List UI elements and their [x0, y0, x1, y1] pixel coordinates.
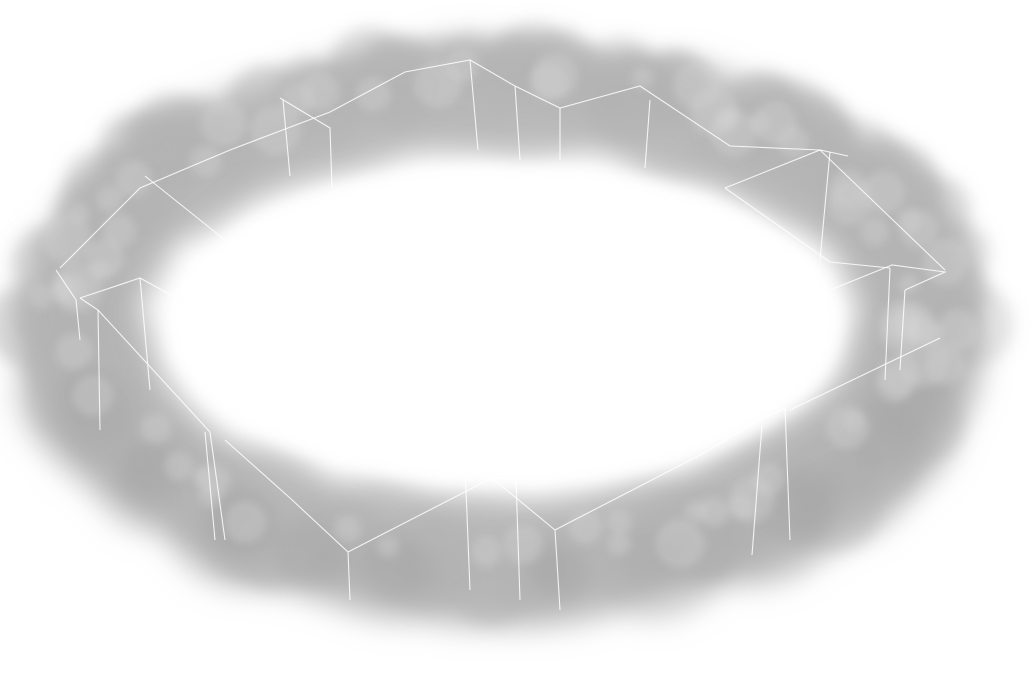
wireframe-edge — [282, 99, 291, 177]
smoke-highlight — [632, 67, 654, 89]
smoke-shadow — [271, 517, 338, 583]
wireframe-edge — [724, 187, 891, 269]
smoke-highlight — [531, 53, 578, 99]
smoke-highlight — [115, 160, 152, 197]
smoke-highlight — [200, 100, 247, 147]
smoke-highlight — [606, 509, 632, 535]
smoke-highlight — [192, 466, 214, 487]
smoke-highlight — [879, 311, 921, 353]
smoke-highlight — [96, 185, 123, 213]
smoke-highlight — [102, 214, 136, 248]
smoke-highlight — [85, 238, 125, 278]
wireframe-edge — [209, 431, 226, 541]
smoke-highlight — [189, 145, 222, 177]
smoke-highlight — [607, 532, 631, 555]
smoke-highlight — [937, 309, 979, 351]
wireframe-edge — [464, 464, 471, 591]
smoke-highlight — [862, 170, 906, 214]
smoke-highlight — [715, 105, 739, 130]
smoke-highlight — [860, 217, 889, 246]
smoke-highlight — [898, 274, 919, 295]
smoke-highlight — [900, 210, 938, 249]
smoke-detail — [28, 49, 979, 568]
wireframe-edge — [819, 151, 831, 261]
wireframe-edge — [55, 269, 81, 341]
smoke-highlight — [728, 494, 755, 520]
smoke-shadow — [122, 440, 179, 498]
smoke-shadow — [825, 442, 883, 500]
wireframe-edge — [899, 289, 906, 371]
wireframe-edge — [751, 424, 763, 556]
wireframe-edge — [644, 99, 651, 169]
wireframe-edge — [884, 267, 891, 381]
smoke-shadow — [399, 550, 444, 595]
smoke-highlight — [281, 82, 315, 116]
smoke-highlight — [224, 500, 267, 543]
wireframe-edge — [829, 264, 947, 291]
wireframe-edge — [514, 85, 521, 161]
wireframe-edge — [204, 431, 216, 541]
smoke-highlight — [778, 126, 810, 158]
smoke-highlight — [922, 323, 943, 344]
smoke-highlight — [568, 509, 603, 544]
smoke-highlight — [334, 515, 361, 542]
smoke-highlight — [28, 283, 54, 309]
wireframe-edge — [469, 59, 479, 151]
wireframe-edge — [59, 59, 946, 271]
smoke-ring — [0, 22, 1014, 631]
smoke-highlight — [470, 535, 502, 568]
wireframe-edge — [554, 419, 761, 531]
smoke-highlight — [51, 261, 103, 313]
smoke-highlight — [656, 519, 705, 568]
smoke-highlight — [414, 60, 462, 108]
smoke-highlight — [376, 534, 400, 557]
smoke-highlight — [876, 366, 913, 403]
smoke-highlight — [503, 524, 543, 564]
smoke-highlight — [55, 333, 93, 370]
smoke-highlight — [164, 451, 194, 481]
smoke-highlight — [924, 345, 965, 385]
wireframe-edge — [347, 477, 493, 553]
smoke-highlight — [842, 410, 864, 432]
smoke-highlight — [141, 413, 172, 443]
wireframe-boxes — [55, 59, 947, 611]
wireframe-edge — [515, 479, 521, 601]
wireframe-edge — [224, 439, 291, 499]
smoke-puff — [146, 119, 192, 165]
smoke-highlight — [72, 375, 113, 416]
wireframe-edge — [724, 149, 849, 189]
wireframe-edge — [144, 175, 226, 241]
smoke-highlight — [685, 500, 707, 523]
smoke-highlight — [250, 105, 301, 155]
smoke-highlight — [673, 60, 722, 109]
wireframe-edge — [279, 97, 333, 189]
smoke-highlight — [356, 77, 391, 112]
wireframe-edge — [97, 309, 211, 433]
wireframe-edge — [759, 407, 791, 541]
smoke-highlight — [69, 203, 90, 224]
smoke-highlight — [922, 238, 969, 286]
smoke-highlight — [42, 214, 92, 264]
wireframe-edge — [789, 337, 941, 411]
wireframe-edge — [139, 277, 151, 391]
smoke-highlight — [828, 169, 869, 209]
smoke-highlight — [698, 496, 729, 527]
